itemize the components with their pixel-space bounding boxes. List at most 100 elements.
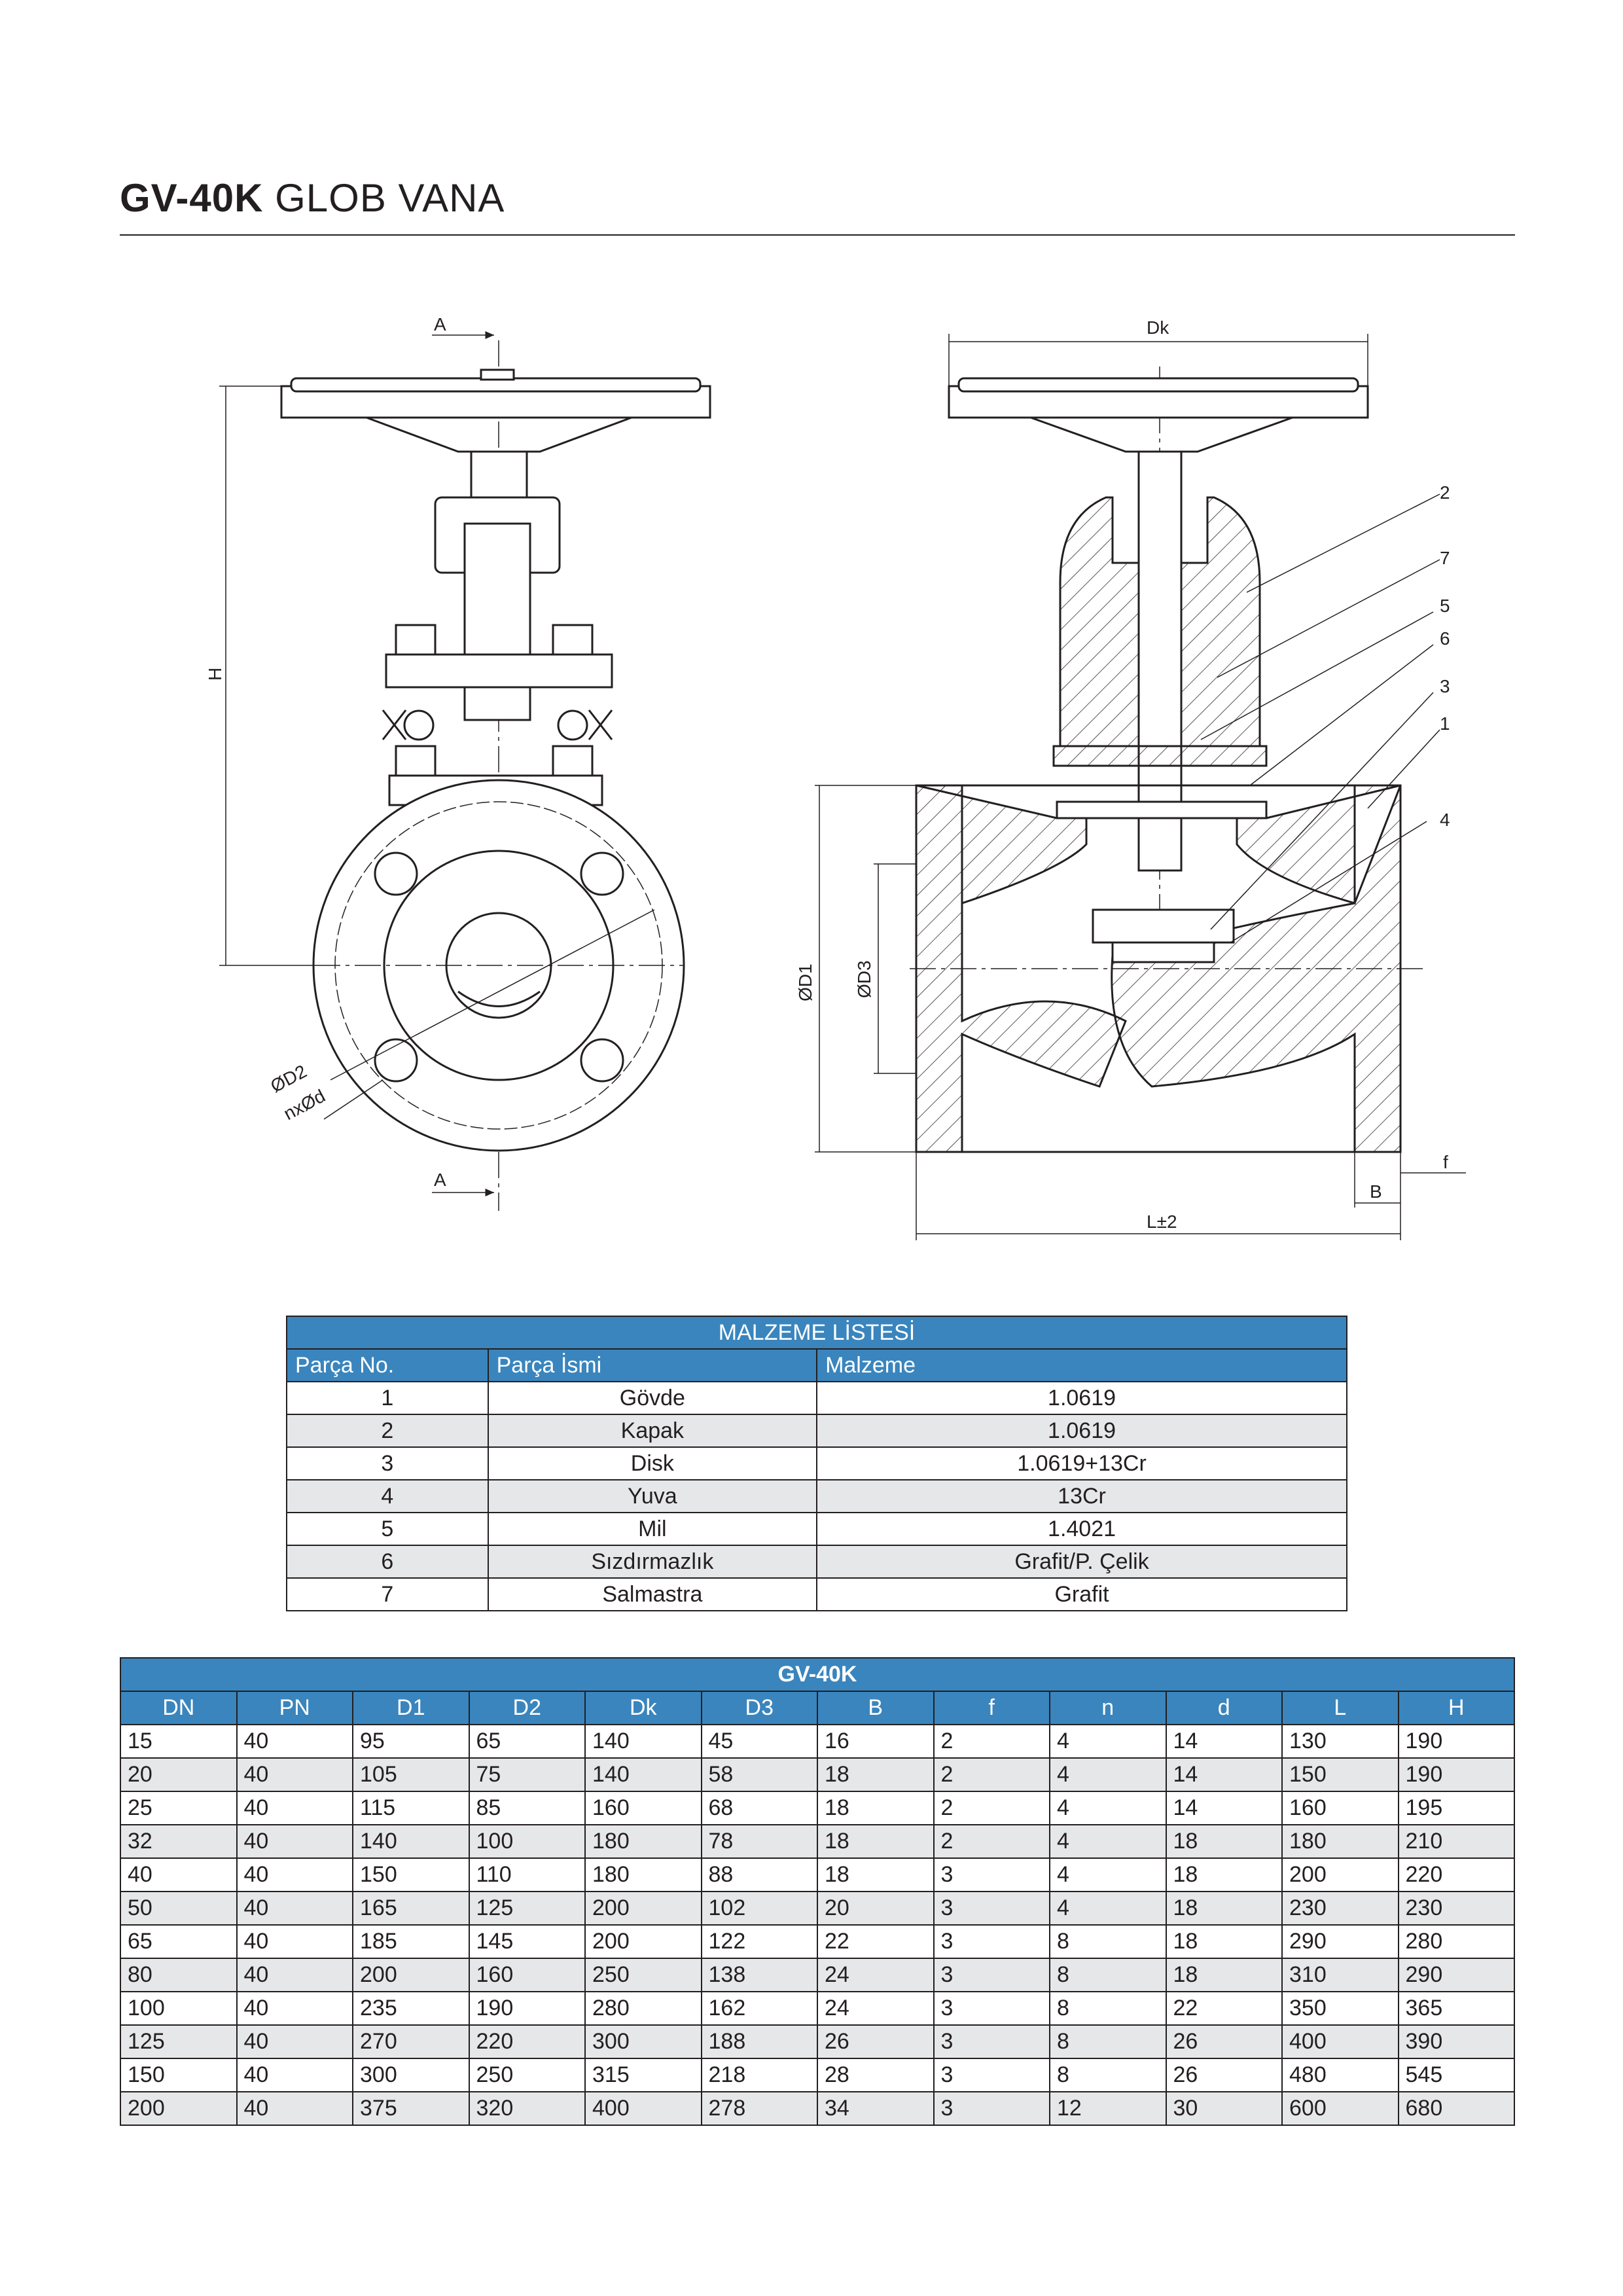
material-table-caption: MALZEME LİSTESİ bbox=[286, 1316, 1347, 1350]
callout-5: 5 bbox=[1440, 596, 1450, 616]
dimension-header-l: L bbox=[1281, 1691, 1399, 1725]
dimension-cell: 160 bbox=[1281, 1791, 1399, 1825]
dimension-cell: 160 bbox=[584, 1791, 702, 1825]
dimension-cell: 3 bbox=[933, 1924, 1050, 1959]
material-header-part-no: Parça No. bbox=[286, 1348, 489, 1382]
dimension-cell: 545 bbox=[1397, 2058, 1515, 2092]
material-value: 1.0619 bbox=[816, 1381, 1347, 1415]
dimension-cell: 14 bbox=[1165, 1724, 1283, 1759]
dimension-cell: 300 bbox=[584, 2024, 702, 2059]
dimension-cell: 26 bbox=[1165, 2024, 1283, 2059]
dimension-cell: 40 bbox=[236, 1924, 353, 1959]
dimension-cell: 3 bbox=[933, 2091, 1050, 2126]
label-holes: nxØd bbox=[280, 1086, 329, 1124]
dimension-cell: 280 bbox=[584, 1991, 702, 2026]
dimension-cell: 150 bbox=[1281, 1757, 1399, 1792]
label-handwheel-dk: Dk bbox=[1147, 317, 1169, 338]
dimension-cell: 30 bbox=[1165, 2091, 1283, 2126]
dimension-cell: 28 bbox=[817, 2058, 935, 2092]
dimension-cell: 25 bbox=[120, 1791, 238, 1825]
dimension-cell: 3 bbox=[933, 2058, 1050, 2092]
dimension-cell: 80 bbox=[120, 1958, 238, 1992]
dimension-cell: 180 bbox=[1281, 1824, 1399, 1859]
dimension-cell: 18 bbox=[817, 1757, 935, 1792]
material-part-name: Disk bbox=[487, 1446, 818, 1480]
dimension-cell: 138 bbox=[700, 1958, 818, 1992]
dimension-cell: 350 bbox=[1281, 1991, 1399, 2026]
dimension-cell: 3 bbox=[933, 1857, 1050, 1892]
section-view bbox=[815, 334, 1466, 1240]
dimension-cell: 24 bbox=[817, 1991, 935, 2026]
dimension-cell: 8 bbox=[1049, 2024, 1167, 2059]
dimension-cell: 150 bbox=[120, 2058, 238, 2092]
dimension-header-b: B bbox=[817, 1691, 935, 1725]
dimension-cell: 75 bbox=[468, 1757, 586, 1792]
dimension-header-n: n bbox=[1049, 1691, 1167, 1725]
dimension-cell: 278 bbox=[700, 2091, 818, 2126]
dimension-cell: 190 bbox=[468, 1991, 586, 2026]
dimension-cell: 2 bbox=[933, 1824, 1050, 1859]
dimension-cell: 140 bbox=[584, 1724, 702, 1759]
dimension-cell: 218 bbox=[700, 2058, 818, 2092]
material-part-name: Sızdırmazlık bbox=[487, 1545, 818, 1579]
material-part-name: Mil bbox=[487, 1512, 818, 1546]
dimension-cell: 315 bbox=[584, 2058, 702, 2092]
dimension-cell: 85 bbox=[468, 1791, 586, 1825]
dimension-cell: 14 bbox=[1165, 1757, 1283, 1792]
material-part-no: 6 bbox=[286, 1545, 489, 1579]
dimension-cell: 220 bbox=[468, 2024, 586, 2059]
dimension-cell: 12 bbox=[1049, 2091, 1167, 2126]
dimension-cell: 40 bbox=[120, 1857, 238, 1892]
dimension-cell: 40 bbox=[236, 1724, 353, 1759]
label-section-top: A bbox=[434, 314, 446, 334]
dimension-cell: 40 bbox=[236, 1958, 353, 1992]
callout-1: 1 bbox=[1440, 713, 1450, 734]
label-d1: ØD1 bbox=[795, 963, 815, 1001]
label-f: f bbox=[1443, 1152, 1448, 1172]
dimension-cell: 125 bbox=[120, 2024, 238, 2059]
dimension-cell: 45 bbox=[700, 1724, 818, 1759]
callout-4: 4 bbox=[1440, 810, 1450, 830]
product-name: GLOB VANA bbox=[275, 176, 505, 220]
material-part-no: 2 bbox=[286, 1414, 489, 1448]
dimension-cell: 40 bbox=[236, 2058, 353, 2092]
dimension-cell: 4 bbox=[1049, 1724, 1167, 1759]
dimension-cell: 280 bbox=[1397, 1924, 1515, 1959]
dimension-cell: 160 bbox=[468, 1958, 586, 1992]
dimension-cell: 125 bbox=[468, 1891, 586, 1926]
label-section-bottom: A bbox=[434, 1170, 446, 1190]
material-value: Grafit bbox=[816, 1577, 1347, 1611]
label-d2: ØD2 bbox=[267, 1061, 310, 1096]
dimension-cell: 18 bbox=[1165, 1958, 1283, 1992]
dimension-cell: 320 bbox=[468, 2091, 586, 2126]
label-d3: ØD3 bbox=[854, 960, 874, 998]
material-value: 1.0619+13Cr bbox=[816, 1446, 1347, 1480]
dimension-cell: 65 bbox=[468, 1724, 586, 1759]
material-value: 1.0619 bbox=[816, 1414, 1347, 1448]
dimension-cell: 3 bbox=[933, 2024, 1050, 2059]
dimension-cell: 40 bbox=[236, 2091, 353, 2126]
dimension-cell: 40 bbox=[236, 1991, 353, 2026]
dimension-cell: 65 bbox=[120, 1924, 238, 1959]
callout-2: 2 bbox=[1440, 482, 1450, 503]
label-b: B bbox=[1370, 1181, 1382, 1202]
dimension-cell: 110 bbox=[468, 1857, 586, 1892]
dimension-cell: 16 bbox=[817, 1724, 935, 1759]
dimension-cell: 50 bbox=[120, 1891, 238, 1926]
dimension-cell: 20 bbox=[120, 1757, 238, 1792]
dimension-cell: 140 bbox=[352, 1824, 470, 1859]
dimension-cell: 180 bbox=[584, 1824, 702, 1859]
dimension-cell: 78 bbox=[700, 1824, 818, 1859]
dimension-cell: 105 bbox=[352, 1757, 470, 1792]
dimension-cell: 102 bbox=[700, 1891, 818, 1926]
dimension-cell: 18 bbox=[817, 1857, 935, 1892]
dimension-cell: 15 bbox=[120, 1724, 238, 1759]
